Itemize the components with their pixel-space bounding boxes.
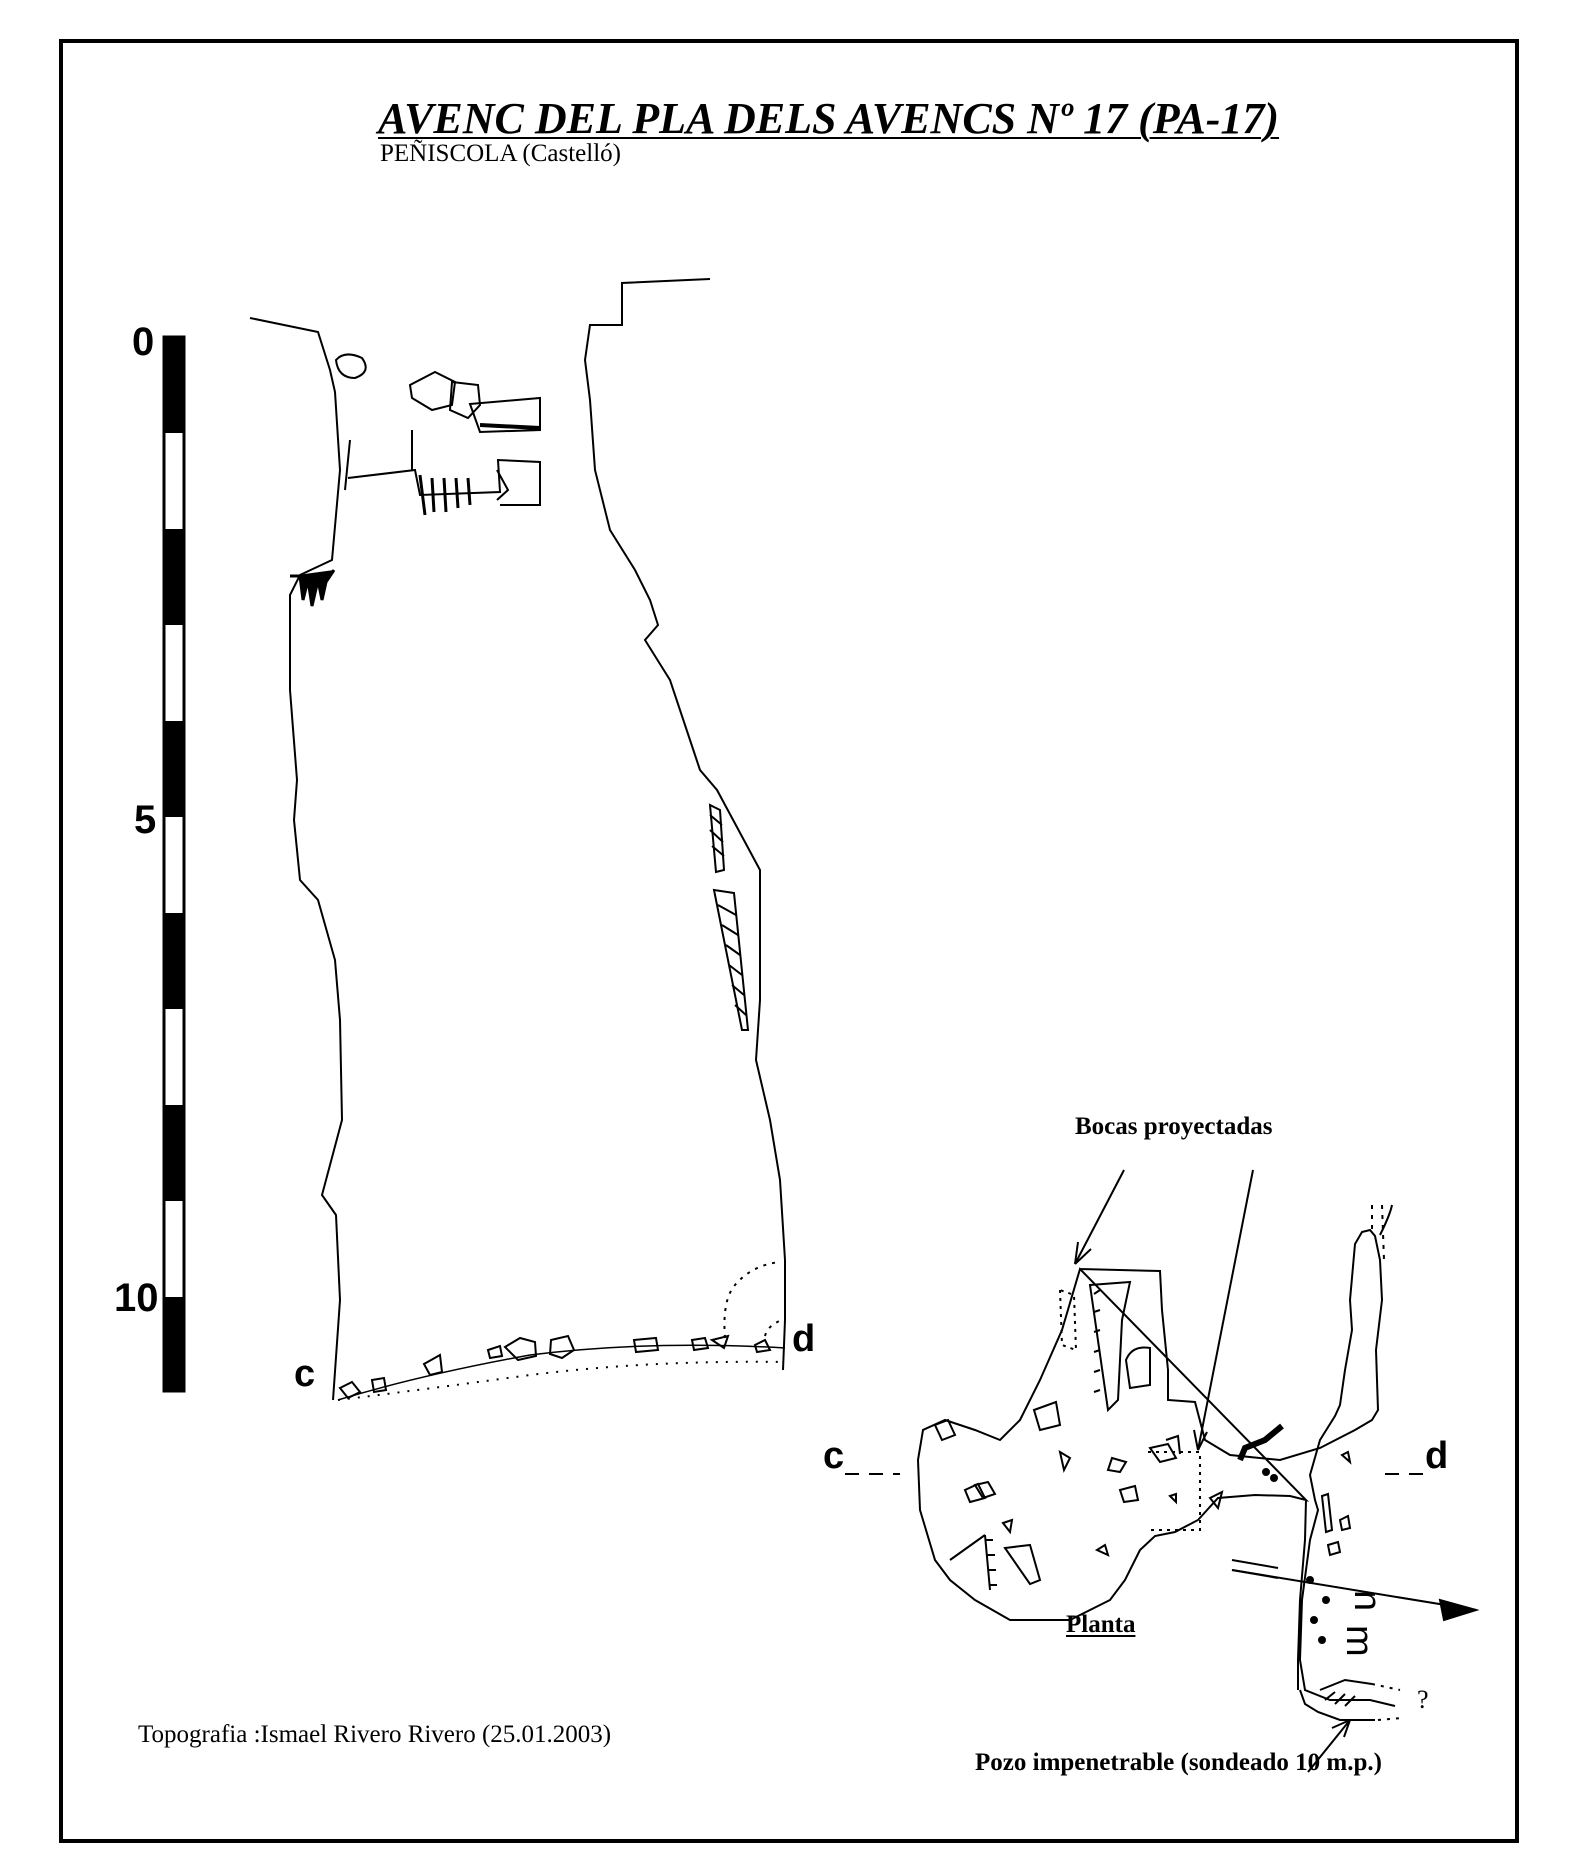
plan-view [845, 1204, 1430, 1721]
shaft-annotation: Pozo impenetrable (sondeado 10 m.p.) [975, 1749, 1382, 1776]
unknown-continuation-mark: ? [1417, 1685, 1429, 1714]
scale-label-5: 5 [134, 798, 157, 842]
survey-title: AVENC DEL PLA DELS AVENCS Nº 17 (PA-17) [378, 94, 1280, 143]
survey-credit: Topografia :Ismael Rivero Rivero (25.01.… [138, 1721, 612, 1748]
annotation-arrows [1074, 1169, 1480, 1773]
section-label-d: d [792, 1318, 816, 1360]
plan-label-d: d [1425, 1435, 1449, 1477]
scale-label-0: 0 [132, 320, 155, 364]
north-label-n: n [1346, 1590, 1388, 1612]
bocas-arrow-right [1197, 1169, 1254, 1451]
section-elevation [249, 278, 786, 1401]
plan-outline [916, 1228, 1396, 1721]
section-label-c: c [294, 1353, 316, 1395]
survey-location: PEÑISCOLA (Castelló) [380, 140, 621, 167]
section-floor [337, 1344, 786, 1401]
pozo-arrow [1307, 1719, 1351, 1773]
plan-view-label: Planta [1066, 1611, 1136, 1638]
section-left-wall [249, 317, 344, 1401]
plan-label-c: c [823, 1435, 845, 1477]
entrances-annotation: Bocas proyectadas [1075, 1113, 1273, 1140]
scale-bar [162, 335, 186, 1393]
scale-label-10: 10 [114, 1276, 159, 1320]
north-label-m: m [1338, 1625, 1380, 1657]
section-right-wall [583, 278, 786, 1371]
bocas-arrow-left [1074, 1169, 1125, 1265]
page-border [59, 39, 1519, 1843]
